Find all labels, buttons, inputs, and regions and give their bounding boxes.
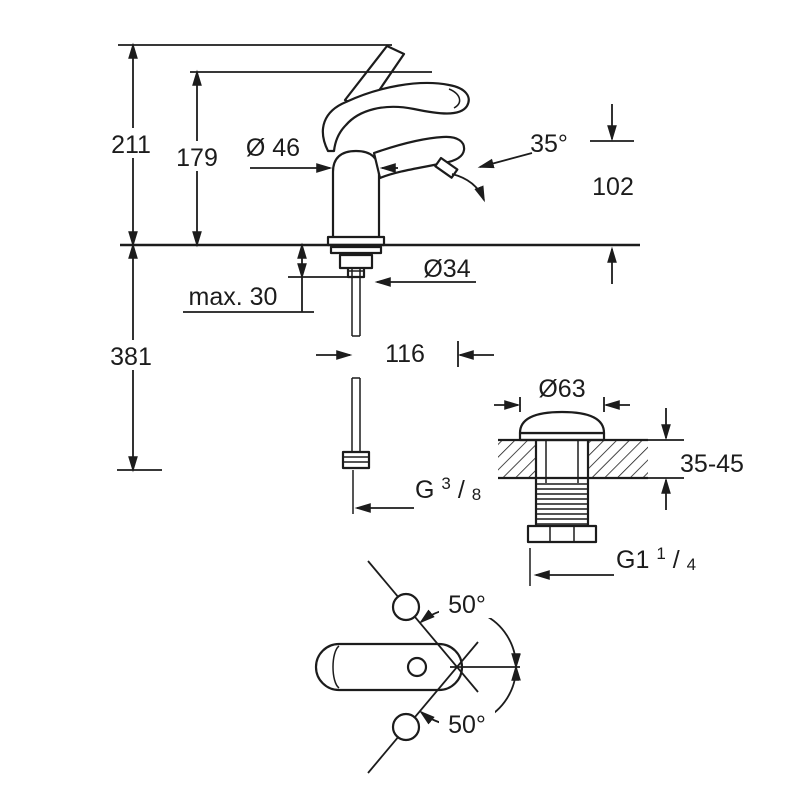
- hose-connector: [341, 450, 371, 470]
- handle-top-view: [314, 560, 521, 774]
- waste-locknut: [526, 524, 598, 544]
- label-spout-height: 102: [592, 173, 634, 201]
- faucet-body: [331, 149, 381, 247]
- label-swing-down: 50°: [448, 711, 486, 739]
- dimension-labels: 211 179 Ø 46 35° 102 max. 30 Ø34 381 116…: [101, 128, 744, 739]
- handle-hole: [406, 656, 428, 678]
- supply-thread-slash: /: [458, 476, 465, 504]
- faucet-front-view: [321, 44, 470, 514]
- label-waste-flange-diameter: Ø63: [538, 375, 585, 403]
- waste-thread-slash: /: [673, 546, 680, 574]
- dim-35deg-leader: [477, 152, 533, 169]
- swing-pin-down: [391, 712, 421, 742]
- waste-locknut-facets: [549, 526, 575, 542]
- deck-hatch-left: [498, 441, 535, 477]
- waste-thread-numerator: 1: [656, 544, 665, 563]
- label-swing-up: 50°: [448, 591, 486, 619]
- label-spout-angle: 35°: [530, 130, 568, 158]
- deck-hatch-right: [589, 441, 648, 477]
- label-install-depth: 381: [110, 343, 152, 371]
- waste-stem-inner: [545, 440, 579, 483]
- lever-hook-detail: [448, 88, 461, 109]
- label-projection: 116: [385, 340, 425, 368]
- label-deck-range: 35-45: [680, 450, 744, 478]
- waste-threads: [536, 483, 588, 525]
- aerator: [434, 156, 459, 179]
- label-waste-thread: G1 1 / 4: [616, 537, 696, 574]
- waste-thread-denominator: 4: [687, 555, 696, 574]
- waste-dome-cap: [518, 410, 606, 435]
- label-max-deck: max. 30: [189, 283, 278, 311]
- label-base-diameter: Ø 46: [246, 134, 300, 162]
- supply-thread-prefix: G: [415, 476, 434, 504]
- waste-view: [498, 410, 648, 586]
- label-hole-diameter: Ø34: [423, 255, 470, 283]
- supply-thread-numerator: 3: [441, 474, 450, 493]
- swing-pin-up: [391, 592, 421, 622]
- lever-handle: [321, 81, 470, 153]
- dimension-lines: [117, 42, 684, 580]
- label-total-height: 211: [111, 131, 151, 159]
- label-open-height: 179: [176, 144, 218, 172]
- handle-plan-outline: [314, 642, 464, 692]
- supply-thread-denominator: 8: [472, 485, 481, 504]
- waste-thread-prefix: G1: [616, 546, 649, 574]
- supply-hose: [351, 268, 361, 452]
- dim-35deg-arc: [451, 173, 485, 203]
- waste-stem: [534, 437, 590, 528]
- hose-connector-detail: [343, 456, 369, 463]
- mounting-washer: [329, 245, 383, 255]
- handle-plan-inner-arc: [332, 645, 340, 689]
- label-supply-thread: G 3 / 8: [415, 467, 481, 504]
- mounting-nut: [338, 253, 374, 270]
